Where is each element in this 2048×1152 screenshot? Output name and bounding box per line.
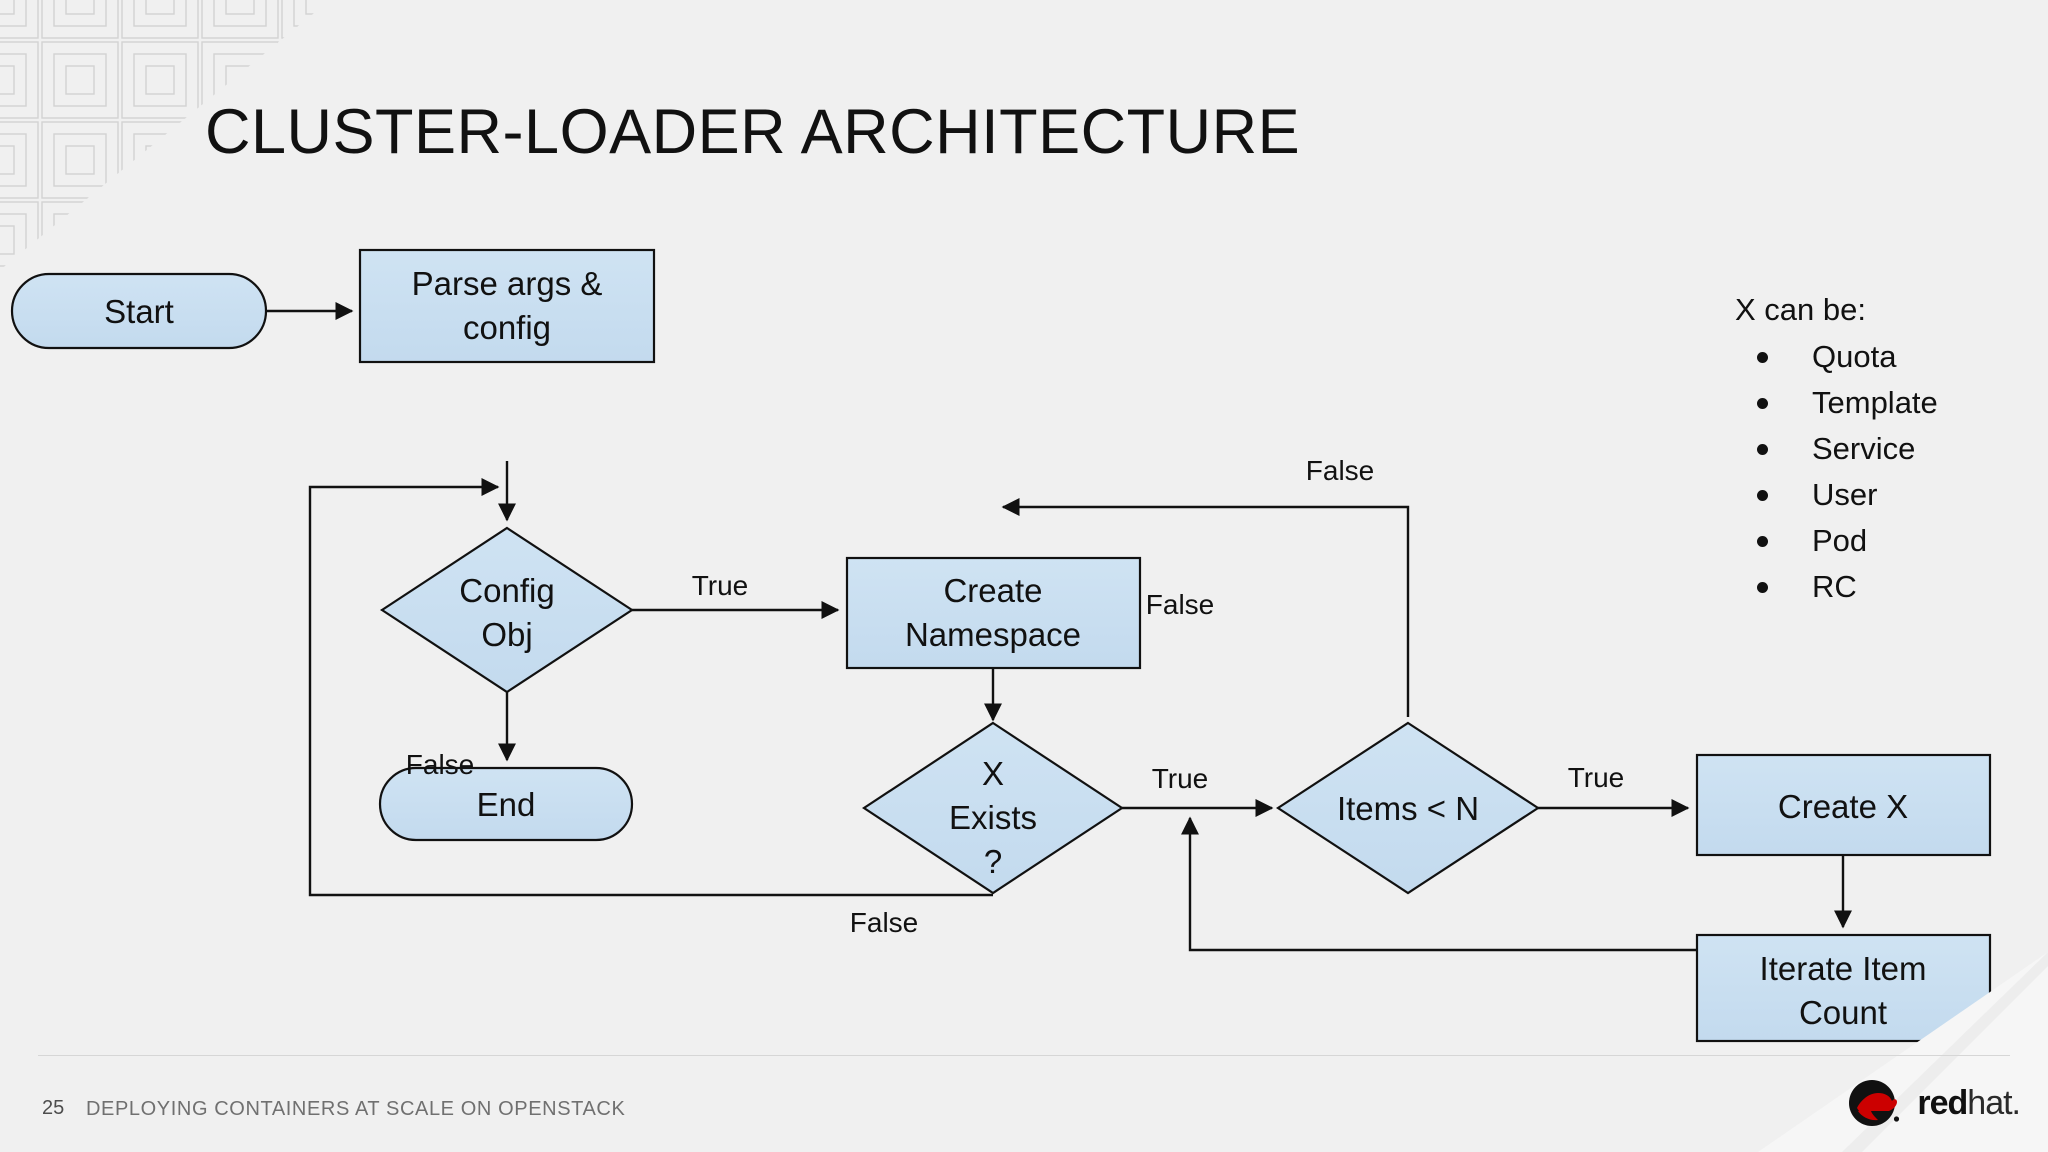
flow-node-items-lt-n[interactable]: Items < N	[1275, 721, 1541, 895]
flow-node-create-namespace-label-line1: Create	[943, 572, 1042, 609]
flow-node-parse-args-label-line2: config	[463, 309, 551, 346]
edge-label-x-exists-true: True	[1152, 763, 1209, 794]
legend-item-label: User	[1812, 477, 1878, 512]
edge-itemslt-false-to-createns	[1001, 498, 1410, 717]
flow-node-create-x[interactable]: Create X	[1695, 753, 1992, 857]
bullet-icon	[1757, 535, 1768, 547]
legend-list: Quota Template Service User Pod RC	[1735, 334, 2035, 610]
legend-title: X can be:	[1735, 292, 1866, 327]
legend-item-label: RC	[1812, 569, 1857, 604]
redhat-logo: redhat.	[1845, 1078, 2021, 1128]
flow-node-iterate-item-count[interactable]: Iterate Item Count	[1695, 933, 1992, 1043]
page-title: CLUSTER-LOADER ARCHITECTURE	[205, 97, 1301, 167]
redhat-shadowman-icon	[1849, 1080, 1900, 1126]
flow-node-create-x-label: Create X	[1778, 788, 1908, 825]
legend-item-label: Template	[1812, 385, 1938, 420]
flow-node-iterate-item-count-label-line1: Iterate Item	[1760, 950, 1927, 987]
flow-node-parse-args-label-line1: Parse args &	[412, 265, 603, 302]
flow-node-config-obj-label-line2: Obj	[481, 616, 532, 653]
redhat-wordmark-red: red	[1917, 1083, 1968, 1122]
legend-item: Template	[1735, 380, 2035, 426]
bullet-icon	[1757, 397, 1768, 409]
legend-item-label: Pod	[1812, 523, 1868, 558]
flow-node-iterate-item-count-label-line2: Count	[1799, 994, 1887, 1031]
legend-item: User	[1735, 472, 2035, 518]
flow-node-create-namespace[interactable]: Create Namespace	[845, 556, 1142, 670]
flow-node-x-exists-label-line2: Exists	[949, 799, 1037, 836]
edge-label-config-false: False	[406, 749, 474, 780]
flow-node-create-namespace-label-line2: Namespace	[905, 616, 1081, 653]
bullet-icon	[1757, 489, 1768, 501]
redhat-wordmark: redhat.	[1917, 1083, 2021, 1123]
flow-node-config-obj[interactable]: Config Obj	[379, 526, 635, 694]
flow-node-x-exists-label-line1: X	[982, 755, 1004, 792]
flow-node-end[interactable]: End	[378, 766, 634, 842]
flow-node-end-label: End	[477, 786, 536, 823]
flow-node-start[interactable]: Start	[10, 272, 268, 350]
legend-item: Service	[1735, 426, 2035, 472]
edge-label-config-true: True	[692, 570, 749, 601]
legend-x-can-be: X can be: Quota Template Service User Po…	[1735, 292, 2035, 610]
footer-divider	[38, 1055, 2010, 1056]
legend-item: Quota	[1735, 334, 2035, 380]
flow-node-parse-args[interactable]: Parse args & config	[358, 248, 656, 364]
legend-item: Pod	[1735, 518, 2035, 564]
footer-deck-title: DEPLOYING CONTAINERS AT SCALE ON OPENSTA…	[86, 1098, 626, 1120]
flow-node-items-lt-n-label: Items < N	[1337, 790, 1479, 827]
edge-label-items-true: True	[1568, 762, 1625, 793]
footer-page-number: 25	[42, 1097, 65, 1119]
bullet-icon	[1757, 443, 1768, 455]
edge-label-items-false: False	[1306, 455, 1374, 486]
bullet-icon	[1757, 351, 1768, 363]
edge-label-x-true: False	[1146, 589, 1214, 620]
legend-item-label: Quota	[1812, 339, 1897, 374]
flow-node-x-exists[interactable]: X Exists ?	[862, 721, 1124, 895]
edge-label-x-exists-false: False	[850, 907, 918, 938]
edge-iterate-to-xexists-branch	[1181, 816, 1697, 952]
legend-item: RC	[1735, 564, 2035, 610]
edge-xexists-false-to-parse	[308, 478, 993, 897]
bullet-icon	[1757, 581, 1768, 593]
flow-node-x-exists-label-line3: ?	[984, 843, 1002, 880]
redhat-wordmark-hat: hat.	[1967, 1083, 2021, 1122]
flow-node-start-label: Start	[104, 293, 174, 330]
legend-item-label: Service	[1812, 431, 1916, 466]
flow-node-config-obj-label-line1: Config	[459, 572, 554, 609]
